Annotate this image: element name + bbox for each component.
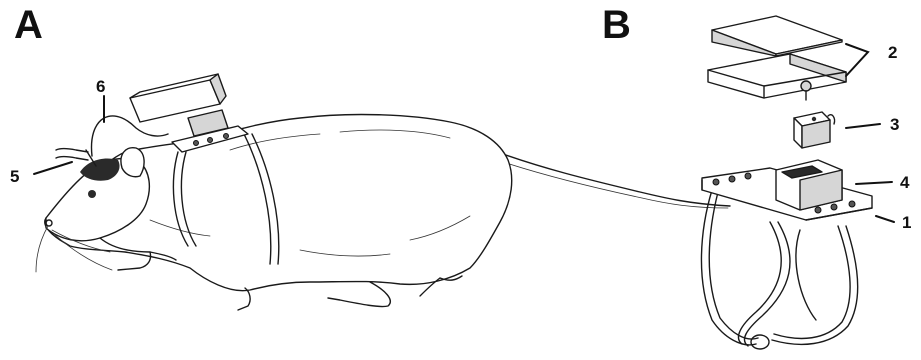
box-lid [712, 16, 842, 56]
callout-4-leader [856, 182, 892, 184]
callout-4: 4 [900, 173, 910, 192]
panel-a: A [10, 3, 730, 310]
callout-5-leader [34, 162, 72, 174]
rat-illustration [36, 115, 730, 310]
panel-b-letter: B [602, 3, 631, 47]
harness-strap-cross [744, 222, 790, 346]
callout-6: 6 [96, 77, 105, 96]
callout-2-bracket [846, 44, 868, 76]
callout-1: 1 [902, 213, 911, 232]
box-tray [708, 54, 846, 100]
panel-b: B [602, 3, 911, 349]
callout-3: 3 [890, 115, 899, 134]
rat-ear [121, 148, 144, 177]
callout-5: 5 [10, 167, 19, 186]
callout-2: 2 [888, 43, 897, 62]
panel-a-letter: A [14, 3, 43, 47]
rat-tail [492, 150, 730, 206]
connector-block [794, 112, 835, 148]
harness-ring [751, 335, 769, 349]
harness-assembly [701, 160, 872, 349]
rat-eye [88, 190, 96, 198]
callout-3-leader [846, 124, 880, 128]
callout-1-leader [876, 216, 894, 222]
